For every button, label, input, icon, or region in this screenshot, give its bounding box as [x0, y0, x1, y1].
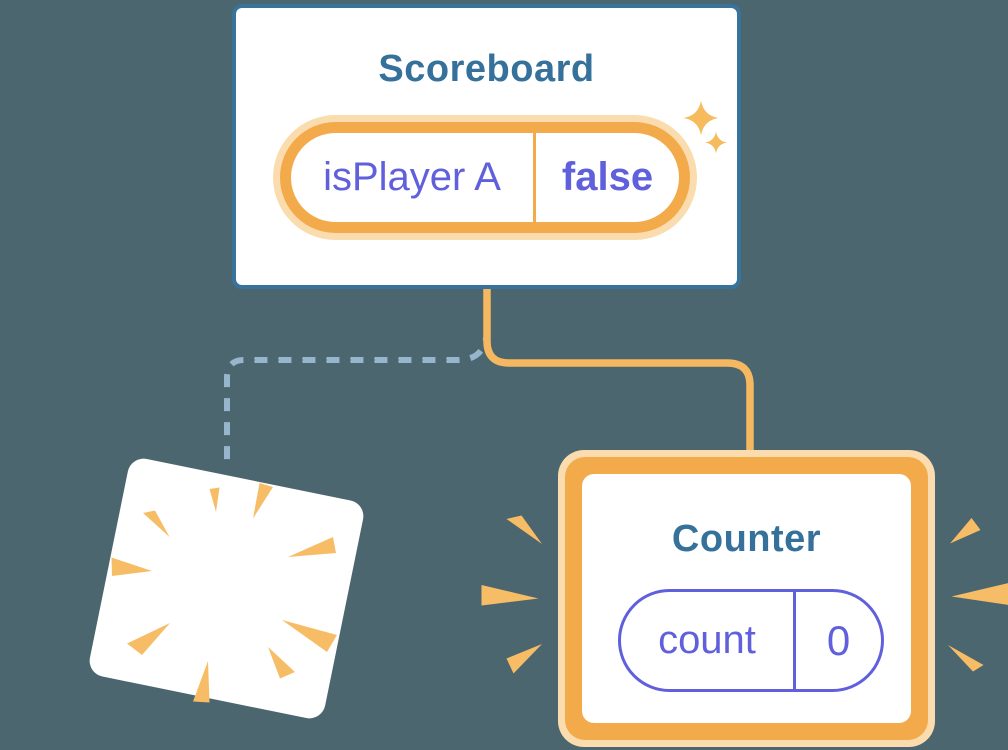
destroyed-card-body	[89, 458, 364, 719]
counter-component-box: Counter count 0	[558, 450, 935, 747]
counter-body: Counter count 0	[582, 474, 911, 723]
scoreboard-component-box: Scoreboard isPlayer A false	[232, 4, 741, 289]
state-value-label: false	[561, 155, 654, 199]
counter-title: Counter	[671, 518, 822, 560]
counter-state-pill: count 0	[618, 589, 884, 692]
scoreboard-title: Scoreboard	[378, 48, 595, 90]
state-value-label: 0	[826, 616, 851, 664]
connector-dashed	[224, 327, 490, 462]
counter-highlight-ring: Counter count 0	[565, 457, 928, 740]
emphasis-rays-icon	[948, 518, 1008, 672]
destroyed-card	[89, 458, 364, 719]
scoreboard-state-pill: isPlayer A false	[273, 115, 697, 240]
state-key-label: isPlayer A	[291, 133, 536, 222]
connector-solid	[483, 283, 754, 462]
state-key-label: count	[621, 592, 796, 689]
state-pill-body: isPlayer A false	[291, 133, 679, 222]
burst-icon	[111, 483, 337, 703]
emphasis-rays-icon	[481, 515, 542, 674]
